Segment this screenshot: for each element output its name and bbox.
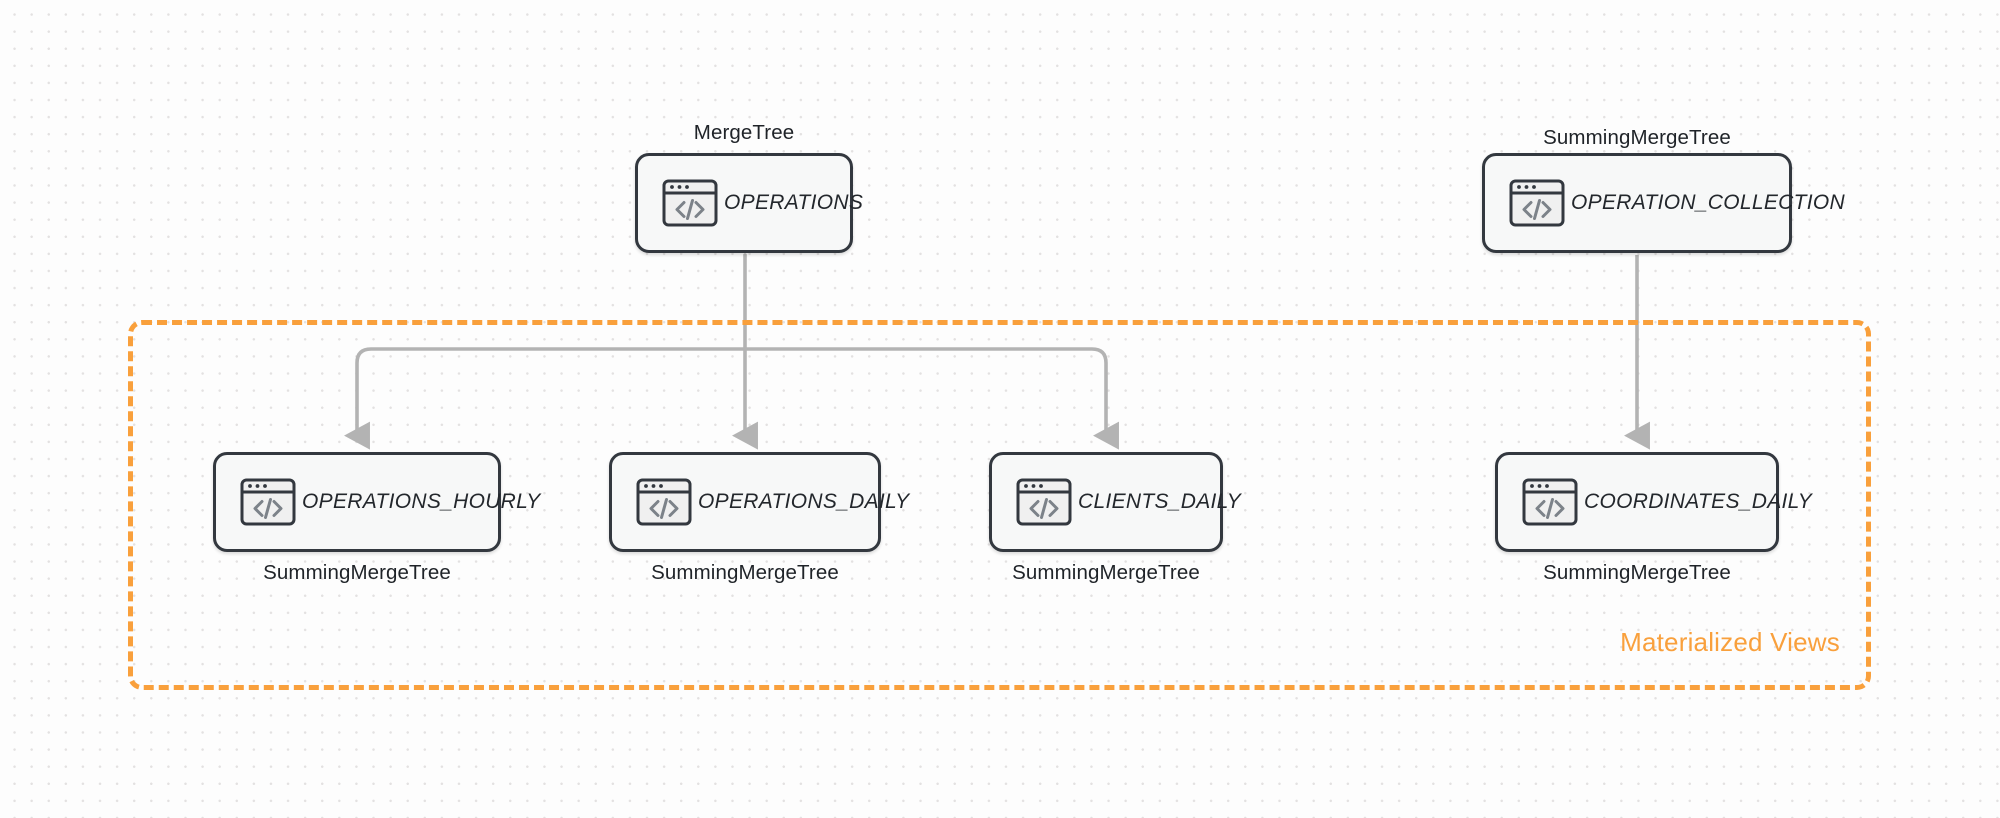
materialized-views-group [128, 320, 1871, 690]
node-label-operations-hourly: OPERATIONS_HOURLY [302, 490, 541, 513]
node-coordinates-daily[interactable]: COORDINATES_DAILY [1495, 452, 1812, 552]
materialized-views-group-label: Materialized Views [1620, 627, 1840, 657]
code-window-icon [636, 477, 692, 527]
node-label-operations-daily: OPERATIONS_DAILY [698, 490, 910, 513]
node-label-operations: OPERATIONS [724, 191, 864, 214]
engine-caption-clients-daily: SummingMergeTree [1012, 561, 1200, 584]
node-label-clients-daily: CLIENTS_DAILY [1078, 490, 1242, 513]
engine-caption-operations-hourly: SummingMergeTree [263, 561, 451, 584]
code-window-icon [240, 477, 296, 527]
node-operations[interactable]: OPERATIONS [635, 153, 863, 253]
engine-caption-operation-collection: SummingMergeTree [1543, 126, 1731, 149]
node-label-coordinates-daily: COORDINATES_DAILY [1584, 490, 1812, 513]
node-operations-hourly[interactable]: OPERATIONS_HOURLY [213, 452, 540, 552]
engine-caption-operations: MergeTree [693, 121, 795, 144]
code-window-icon [662, 178, 718, 228]
node-operations-daily[interactable]: OPERATIONS_DAILY [609, 452, 909, 552]
code-window-icon [1509, 178, 1565, 228]
code-window-icon [1522, 477, 1578, 527]
node-operation-collection[interactable]: OPERATION_COLLECTION [1482, 153, 1845, 253]
engine-caption-operations-daily: SummingMergeTree [651, 561, 839, 584]
code-window-icon [1016, 477, 1072, 527]
node-label-operation-collection: OPERATION_COLLECTION [1571, 191, 1845, 214]
node-clients-daily[interactable]: CLIENTS_DAILY [989, 452, 1241, 552]
engine-caption-coordinates-daily: SummingMergeTree [1543, 561, 1731, 584]
